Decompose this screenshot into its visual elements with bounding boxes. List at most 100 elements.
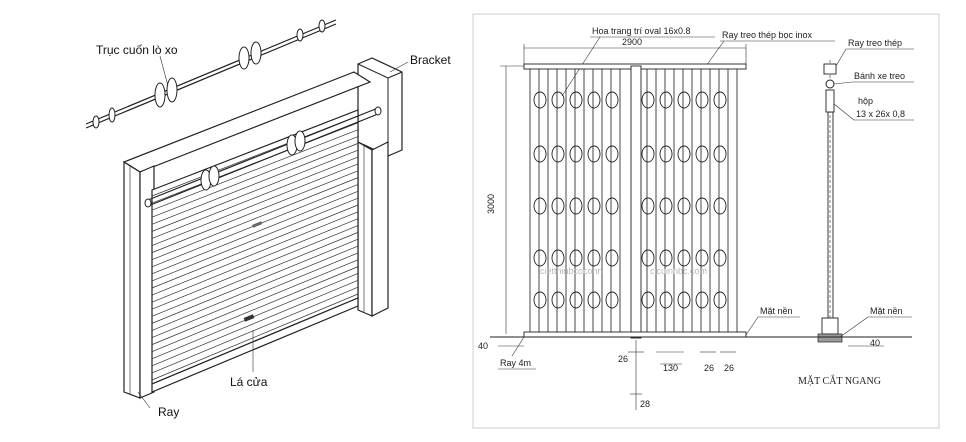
shutter-slat [151, 190, 359, 275]
oval-ornament [713, 249, 727, 267]
oval-ornament [641, 291, 655, 309]
bracket [357, 57, 403, 157]
left-rail [123, 160, 155, 399]
oval-ornament [533, 145, 547, 163]
label-28: 28 [640, 399, 650, 409]
label-hanging-wheel: Bánh xe treo [854, 71, 905, 81]
roller-shutter-drawing: Trục cuốn lò xo Bracket Lá cửa Ray [85, 19, 451, 419]
shutter-slat [151, 293, 359, 381]
oval-ornament [569, 91, 583, 109]
label-bracket: Bracket [410, 53, 451, 67]
oval-ornament [533, 249, 547, 267]
oval-ornament [533, 291, 547, 309]
oval-ornament [587, 291, 601, 309]
label-130: 130 [663, 363, 678, 373]
oval-ornament [713, 197, 727, 215]
shutter-slat [151, 204, 359, 289]
cross-section: Ray treo thép Bánh xe treo hộp 13 x 26x … [798, 38, 914, 387]
oval-ornament [713, 91, 727, 109]
shutter-slat [151, 177, 359, 261]
oval-ornament [551, 145, 565, 163]
label-floor-1: Mặt nền [760, 306, 793, 316]
shutter-slat [151, 170, 359, 253]
label-spring-shaft: Trục cuốn lò xo [96, 43, 178, 57]
oval-ornament [551, 249, 565, 267]
right-rail [357, 140, 389, 317]
shutter-slat [151, 156, 359, 239]
oval-ornament [569, 291, 583, 309]
shutter-slat [151, 136, 359, 218]
label-floor-2: Mặt nền [870, 306, 903, 316]
oval-ornament [605, 249, 619, 267]
oval-ornament [659, 291, 673, 309]
shutter-slat [151, 286, 359, 374]
shutter-slat [151, 225, 359, 310]
shutter-slat [151, 149, 359, 232]
shutter-slat [151, 129, 359, 211]
oval-ornament [677, 249, 691, 267]
oval-ornament [677, 91, 691, 109]
shutter-slat [151, 279, 359, 367]
watermark-1: cietthinbcocohn [540, 266, 603, 276]
shutter-slat [151, 211, 359, 296]
shutter-slat [151, 259, 359, 345]
shutter-slat [151, 143, 359, 225]
shutter-slat [151, 252, 359, 338]
oval-ornament [659, 91, 673, 109]
label-box-1: hộp [858, 96, 873, 106]
watermark-2: cicuinnbc.com [650, 266, 707, 276]
shutter-slat [151, 163, 359, 246]
oval-ornament [569, 197, 583, 215]
label-width: 2900 [622, 37, 642, 47]
oval-ornament [641, 197, 655, 215]
label-26-a: 26 [618, 354, 628, 364]
label-26-c: 26 [724, 363, 734, 373]
oval-ornament [641, 249, 655, 267]
label-rail: Ray [158, 405, 179, 419]
oval-ornament [551, 291, 565, 309]
label-cross-section: MẶT CẮT NGANG [798, 374, 881, 387]
shutter-slat [151, 273, 359, 360]
label-steel-rail: Ray treo thép [848, 38, 902, 48]
oval-ornament [569, 249, 583, 267]
oval-ornament [677, 197, 691, 215]
label-oval-ornament: Hoa trang trí oval 16x0.8 [592, 26, 691, 36]
oval-ornament [677, 145, 691, 163]
oval-ornament [713, 145, 727, 163]
oval-ornament [533, 91, 547, 109]
oval-ornament [659, 197, 673, 215]
label-height: 3000 [486, 194, 496, 214]
shutter-slat [151, 197, 359, 282]
shutter-slat [151, 245, 359, 331]
oval-ornament [695, 249, 709, 267]
oval-ornament [587, 197, 601, 215]
oval-ornament [713, 291, 727, 309]
oval-ornament [695, 291, 709, 309]
oval-ornament [659, 249, 673, 267]
oval-ornament [641, 145, 655, 163]
label-26-b: 26 [704, 363, 714, 373]
oval-ornament [587, 249, 601, 267]
oval-ornament [533, 197, 547, 215]
label-inox-rail: Ray treo thép bọc inox [722, 30, 813, 40]
oval-ornament [695, 197, 709, 215]
roller-shaft [144, 106, 382, 208]
oval-ornament [605, 197, 619, 215]
oval-ornament [551, 197, 565, 215]
oval-ornament [677, 291, 691, 309]
oval-ornament [695, 91, 709, 109]
shutter-slat [151, 266, 359, 353]
oval-ornament [587, 145, 601, 163]
label-40-right: 40 [870, 338, 880, 348]
oval-ornament [605, 145, 619, 163]
oval-ornament [659, 145, 673, 163]
oval-ornament [587, 91, 601, 109]
gate-drawing: 2900 3000 Hoa trang trí oval 16x0.8 Ray … [472, 13, 940, 429]
gate-bars [529, 69, 738, 332]
label-door-slat: Lá cửa [230, 375, 268, 389]
oval-ornaments [533, 91, 727, 309]
oval-ornament [551, 91, 565, 109]
label-rail-4m: Ray 4m [500, 358, 531, 368]
shutter-slat [151, 238, 359, 324]
